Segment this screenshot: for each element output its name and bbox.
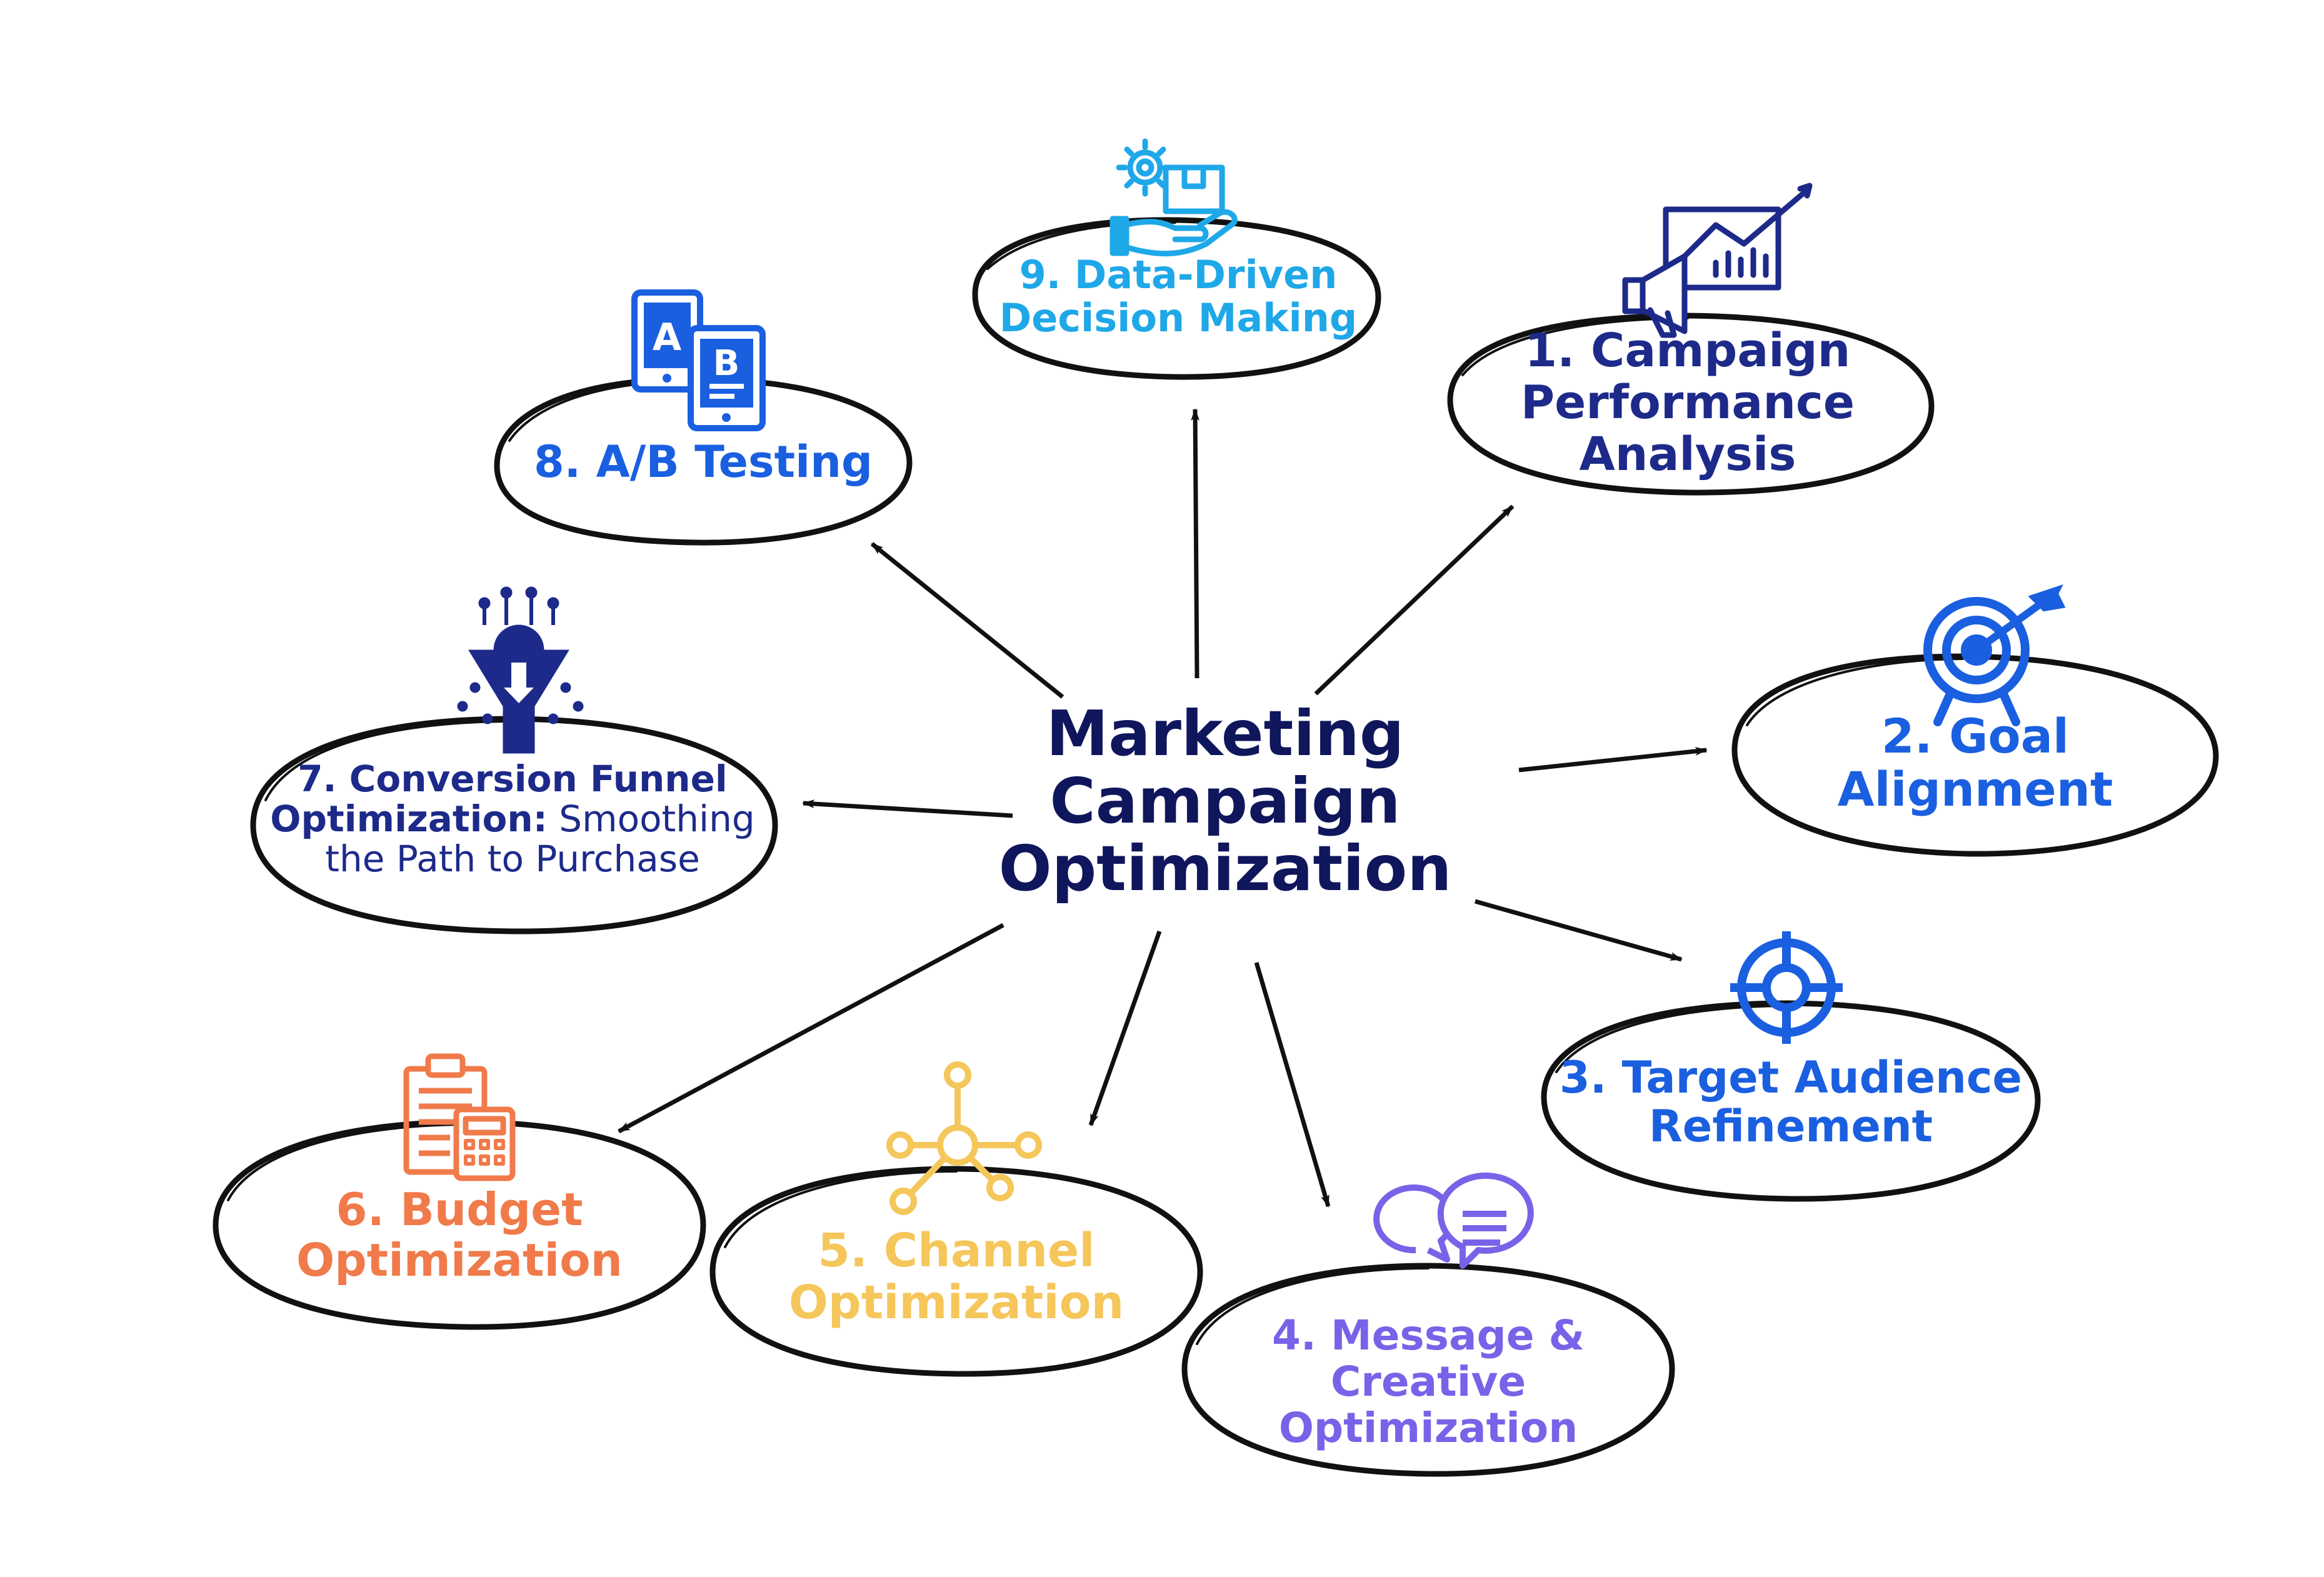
arrow-to-node-3 [1475, 899, 1683, 962]
node-7-label: 7. Conversion Funnel Optimization: Smoot… [263, 759, 763, 879]
node-7-line-2: Optimization: Smoothing [263, 799, 763, 839]
svg-text:B: B [713, 343, 740, 384]
node-1-line-2: Performance [1520, 375, 1855, 429]
node-9-line-1: 9. Data-Driven [1019, 252, 1338, 298]
node-1-line-3: Analysis [1579, 427, 1796, 481]
node-8-label: 8. A/B Testing [513, 436, 894, 488]
ellipse-node-4 [1181, 1263, 1675, 1477]
ellipse-node-6 [213, 1119, 706, 1330]
node-2-label: 2. Goal Alignment [1763, 709, 2188, 816]
node-8-line-1: 8. A/B Testing [533, 436, 873, 488]
network-nodes-icon [886, 1061, 1042, 1215]
arrow-to-node-7 [802, 799, 1013, 818]
node-7-line-1: 7. Conversion Funnel [298, 758, 728, 800]
node-3-label: 3. Target Audience Refinement [1553, 1053, 2028, 1151]
center-title: Marketing Campaign Optimization [975, 700, 1475, 903]
ellipse-node-1 [1447, 313, 1935, 496]
node-7-line-2-light: Smoothing [547, 797, 755, 840]
arrow-to-node-6 [618, 923, 1004, 1134]
node-5-line-2: Optimization [788, 1275, 1124, 1329]
center-title-line-3: Optimization [998, 832, 1452, 905]
center-title-line-1: Marketing [1046, 697, 1405, 770]
funnel-gear-icon [457, 586, 584, 754]
node-6-line-1: 6. Budget [336, 1183, 583, 1236]
node-7-line-3: the Path to Purchase [325, 837, 700, 880]
arrow-to-node-5 [1088, 930, 1162, 1126]
arrow-to-node-8 [870, 542, 1064, 699]
node-1-label: 1. Campaign Performance Analysis [1475, 325, 1900, 481]
node-4-line-3: Optimization [1278, 1403, 1578, 1452]
megaphone-chart-icon [1622, 183, 1813, 338]
hand-gear-box-icon [1109, 138, 1238, 257]
node-6-line-2: Optimization [296, 1233, 623, 1286]
node-3-line-1: 3. Target Audience [1560, 1052, 2022, 1103]
chat-bubbles-icon [1373, 1172, 1534, 1269]
node-6-label: 6. Budget Optimization [238, 1184, 681, 1285]
arrow-to-node-2 [1518, 746, 1708, 773]
ellipse-node-7 [250, 716, 778, 934]
center-title-line-2: Campaign [1049, 764, 1401, 838]
target-arrow-icon [1923, 584, 2066, 726]
node-9-line-2: Decision Making [999, 295, 1358, 341]
arrow-to-node-1 [1314, 504, 1515, 696]
node-9-label: 9. Data-Driven Decision Making [981, 253, 1375, 340]
node-2-line-2: Alignment [1837, 761, 2113, 818]
node-3-line-2: Refinement [1648, 1101, 1933, 1153]
ellipse-node-5 [709, 1166, 1203, 1377]
clipboard-calculator-icon [403, 1053, 516, 1181]
svg-text:A: A [653, 316, 682, 359]
node-5-line-1: 5. Channel [818, 1224, 1095, 1278]
crosshair-icon [1730, 931, 1843, 1044]
ab-tablets-icon: A B [631, 289, 766, 431]
node-5-label: 5. Channel Optimization [731, 1225, 1181, 1329]
arrow-to-node-4 [1254, 962, 1331, 1208]
node-7-line-2-bold: Optimization: [270, 797, 548, 840]
node-4-line-2: Creative [1330, 1357, 1526, 1406]
node-4-label: 4. Message & Creative Optimization [1200, 1313, 1656, 1451]
node-4-line-1: 4. Message & [1271, 1311, 1585, 1359]
node-2-line-1: 2. Goal [1881, 708, 2070, 764]
arrow-to-node-9 [1191, 408, 1200, 679]
node-1-line-1: 1. Campaign [1525, 324, 1851, 378]
